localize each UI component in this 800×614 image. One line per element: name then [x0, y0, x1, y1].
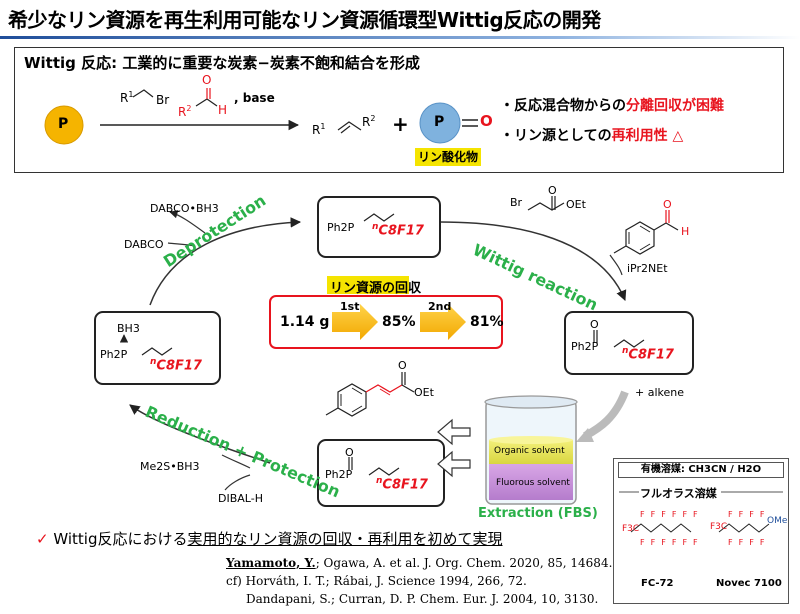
- product-r1-label: R1: [312, 122, 326, 137]
- oxide-label-bg: [415, 148, 481, 166]
- product-r2-label: R2: [362, 114, 376, 129]
- aldehyde-h: H: [681, 225, 690, 238]
- borane-ph2p: Ph2P: [100, 348, 128, 361]
- novec-f-top: FFFF: [728, 510, 771, 519]
- point-separation: ・反応混合物からの分離回収が困難: [500, 98, 724, 114]
- me2s-bh3-label: Me2S•BH3: [140, 460, 200, 473]
- novec-label: Novec 7100: [716, 578, 782, 589]
- start-amount: 1.14 g: [280, 314, 330, 330]
- borane-bh3: BH3: [117, 322, 140, 335]
- right-oxide-chain: nC8F17: [622, 346, 674, 363]
- alkene-label: + alkene: [635, 386, 684, 399]
- top-chain: nC8F17: [372, 222, 424, 239]
- reference-1: Yamamoto, Y.; Ogawa, A. et al. J. Org. C…: [226, 556, 613, 570]
- bottom-oxide-box: [317, 439, 445, 507]
- alkene-product-structure: [325, 372, 415, 417]
- fc72-cf3-left: F3C: [622, 524, 640, 534]
- novec-ome: OMe: [767, 516, 788, 526]
- dibal-label: DIBAL-H: [218, 492, 263, 505]
- first-run-label: 1st: [340, 300, 360, 313]
- first-run-arrow: [332, 304, 378, 340]
- second-run-value: 81%: [470, 314, 504, 330]
- left-borane-box: [94, 311, 221, 385]
- aldehyde-o: O: [663, 198, 672, 211]
- borane-chain: nC8F17: [150, 357, 202, 374]
- title-underline: [0, 36, 800, 39]
- check-icon: ✓: [36, 530, 49, 548]
- bottom-oxide-ph2p: Ph2P: [325, 468, 353, 481]
- novec-f-bottom: FFFF: [728, 538, 771, 547]
- aldehyde-o-label: O: [202, 73, 212, 87]
- point-reuse: ・リン源としての再利用性 △: [500, 128, 684, 144]
- bromo-ester-structure: [527, 196, 565, 211]
- right-oxide-o: O: [590, 318, 599, 331]
- plus-sign: +: [392, 112, 409, 136]
- novec-cf3: F3C: [710, 522, 728, 532]
- phosphine-oxide-circle: [419, 102, 461, 144]
- page-title: 希少なリン資源を再生利用可能なリン資源循環型Wittig反応の開発: [8, 8, 601, 32]
- recovery-title: リン資源の回収: [330, 281, 422, 296]
- conclusion: ✓ Wittig反応における実用的なリン資源の回収・再利用を初めて実現: [36, 530, 503, 548]
- r1-label: R1: [120, 90, 134, 105]
- organic-solvent-header: 有機溶媒: CH3CN / H2O: [618, 462, 784, 478]
- second-run-arrow: [420, 304, 466, 340]
- fluorous-structures: [619, 491, 783, 533]
- bromo-br-label: Br: [510, 196, 523, 209]
- reference-3: Dandapani, S.; Curran, D. P. Chem. Eur. …: [246, 592, 599, 606]
- wittig-summary-box: [14, 47, 784, 173]
- bottom-oxide-o: O: [345, 446, 354, 459]
- fc72-label: FC-72: [641, 578, 674, 589]
- oxide-o-label: O: [480, 112, 493, 130]
- first-run-value: 85%: [382, 314, 416, 330]
- fc72-f-bottom: FFFFFF: [640, 538, 704, 547]
- aldehyde-h-label: H: [218, 103, 228, 117]
- r2-label: R2: [178, 104, 192, 119]
- base-amine-label: iPr2NEt: [627, 262, 668, 275]
- oxide-caption: リン酸化物: [418, 150, 479, 164]
- right-oxide-ph2p: Ph2P: [571, 340, 599, 353]
- base-label: , base: [234, 91, 275, 105]
- extraction-beaker: [484, 395, 578, 505]
- product-ester-oet: OEt: [414, 386, 434, 399]
- reference-2: cf) Horváth, I. T.; Rábai, J. Science 19…: [226, 574, 527, 588]
- fluorous-subheader: フルオラス溶媒: [640, 487, 717, 500]
- bromo-oet-label: OEt: [566, 198, 586, 211]
- bromo-label: Br: [156, 93, 170, 107]
- phosphine-p-label: P: [58, 116, 69, 132]
- oxide-p-label: P: [434, 114, 445, 130]
- top-phosphine-box: [317, 196, 441, 258]
- summary-heading: Wittig 反応: 工業的に重要な炭素−炭素不飽和結合を形成: [24, 54, 420, 72]
- recovery-panel: [269, 295, 503, 349]
- bromo-o-label: O: [548, 184, 557, 197]
- second-run-label: 2nd: [428, 300, 452, 313]
- phosphine-circle: [44, 105, 84, 145]
- bottom-oxide-chain: nC8F17: [376, 476, 428, 493]
- fluorous-layer-label: Fluorous solvent: [496, 478, 570, 488]
- aldehyde-structure: [613, 210, 679, 255]
- organic-layer-label: Organic solvent: [494, 446, 565, 456]
- top-ph2p: Ph2P: [327, 221, 355, 234]
- extraction-label: Extraction (FBS): [478, 506, 598, 521]
- product-ester-o: O: [398, 359, 407, 372]
- fc72-f-top: FFFFFF: [640, 510, 704, 519]
- dabco-bh3-label: DABCO•BH3: [150, 202, 219, 215]
- dabco-label: DABCO: [124, 238, 164, 251]
